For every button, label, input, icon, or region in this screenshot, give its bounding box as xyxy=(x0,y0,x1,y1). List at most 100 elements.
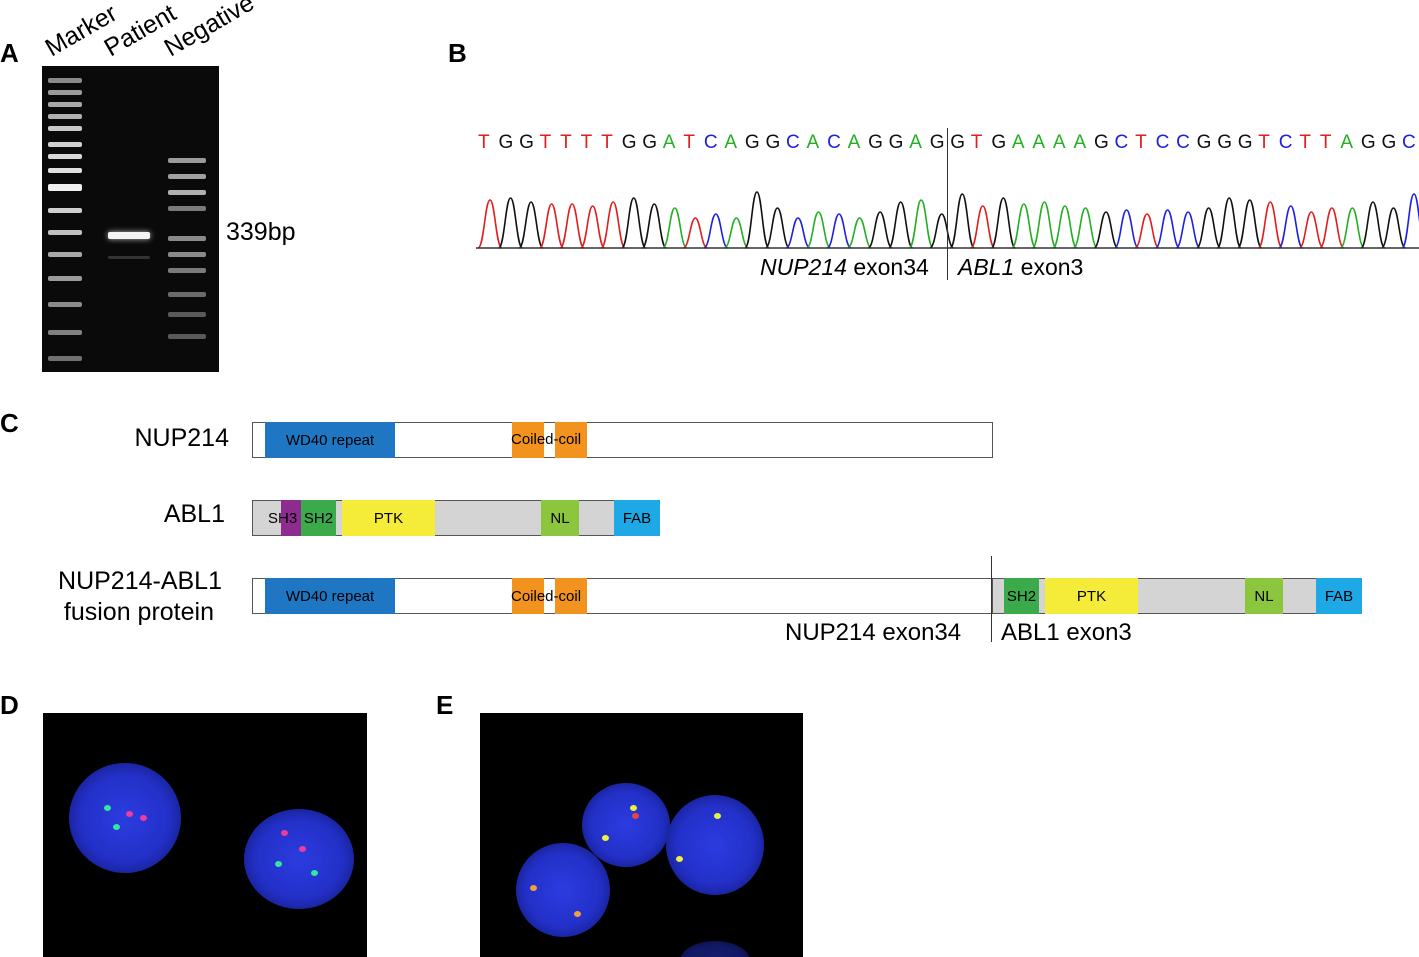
chromatogram-peak xyxy=(805,211,832,249)
panel-label-b: B xyxy=(448,38,467,68)
chromatogram-peak xyxy=(518,201,544,249)
abl1-sh3-domain xyxy=(281,500,301,536)
sequence-base: A xyxy=(1052,132,1066,153)
ladder-band xyxy=(48,276,82,281)
sequence-base: G xyxy=(1237,132,1253,153)
sequence-base: T xyxy=(539,132,552,153)
panel-label-d: D xyxy=(0,690,19,720)
ladder-band xyxy=(48,90,82,95)
chromatogram-peak xyxy=(682,217,708,249)
fusion-name-line2: fusion protein xyxy=(63,598,214,626)
sequence-base: A xyxy=(1340,132,1354,153)
chromatogram-peak xyxy=(1236,199,1263,249)
patient-smear xyxy=(108,256,150,259)
ladder-band xyxy=(48,356,82,361)
nup214-wd40-domain: WD40 repeat xyxy=(265,422,395,458)
chromatogram-peak xyxy=(1401,193,1419,249)
fish-image-e xyxy=(480,713,803,957)
ladder-band xyxy=(48,330,82,335)
junction-right-label: ABL1 exon3 xyxy=(958,254,1083,281)
chromatogram-peak xyxy=(847,217,873,249)
sequence-base: G xyxy=(621,132,637,153)
fusion-right-label: ABL1 exon3 xyxy=(1001,619,1132,646)
chromatogram-peak xyxy=(1257,201,1284,249)
chromatogram-peak xyxy=(1031,201,1058,249)
sequence-base: G xyxy=(1360,132,1376,153)
chromatogram-peak xyxy=(1052,205,1078,249)
junction-line xyxy=(947,128,948,280)
chromatogram-peak xyxy=(990,197,1017,249)
sequence-base: A xyxy=(806,132,820,153)
sequence-base: C xyxy=(786,132,800,153)
fusion-signal xyxy=(632,813,639,819)
lane-label-negative: Negative xyxy=(159,0,259,63)
green-signal xyxy=(311,870,318,876)
sequence-base: A xyxy=(1073,132,1087,153)
ladder-band xyxy=(48,78,82,83)
chromatogram-peak xyxy=(1298,211,1325,249)
red-signal xyxy=(140,815,147,821)
negative-band xyxy=(168,312,206,317)
negative-band xyxy=(168,174,206,179)
ladder-band xyxy=(48,168,82,173)
chromatogram-peak xyxy=(1134,213,1160,249)
sequence-base: C xyxy=(1402,132,1416,153)
sequence-base: G xyxy=(1381,132,1397,153)
sequence-base: T xyxy=(560,132,572,153)
ladder-band xyxy=(48,184,82,191)
sequence-base: G xyxy=(744,132,760,153)
ladder-band xyxy=(48,102,82,107)
green-signal xyxy=(104,805,111,811)
band-size-label: 339bp xyxy=(226,218,296,246)
sequence-base: G xyxy=(1196,132,1212,153)
sequence-base: A xyxy=(724,132,738,153)
sequence-base: T xyxy=(683,132,695,153)
nucleus xyxy=(69,763,181,873)
sequence-base: T xyxy=(580,132,593,153)
abl1-name: ABL1 xyxy=(163,500,225,528)
chromatogram-peak xyxy=(723,217,749,249)
chromatogram-peak xyxy=(1216,197,1242,249)
chromatogram-peak xyxy=(1154,209,1181,249)
chromatogram-peak xyxy=(929,213,955,249)
chromatogram-peak xyxy=(949,193,976,249)
negative-band xyxy=(168,334,206,339)
sequence-base: T xyxy=(1135,132,1147,153)
ladder-band xyxy=(48,114,82,119)
abl1-sh3-label: SH3 xyxy=(268,510,298,527)
fusion-sh2-domain: SH2 xyxy=(1004,578,1039,614)
fusion-signal xyxy=(602,835,609,841)
sequence-base: G xyxy=(868,132,883,153)
negative-band xyxy=(168,158,206,163)
chromatogram-peak xyxy=(497,197,524,249)
sequence-base: C xyxy=(703,132,718,153)
nup214-coiled-coil-2 xyxy=(555,422,587,458)
chromatogram-peak xyxy=(1339,207,1366,249)
chromatogram-peak xyxy=(1175,211,1201,249)
chromatogram-peak xyxy=(908,199,934,249)
chromatogram-peak xyxy=(1093,211,1119,249)
red-signal xyxy=(299,846,306,852)
sequence-base: A xyxy=(909,132,922,153)
fusion-coiled-coil-1 xyxy=(512,578,544,614)
ladder-band xyxy=(48,126,82,131)
nup214-coiled-coil-1 xyxy=(512,422,544,458)
chromatogram-peak xyxy=(703,213,729,249)
chromatogram-peak xyxy=(1113,209,1140,249)
negative-band xyxy=(168,252,206,257)
chromatogram-peak xyxy=(641,203,668,249)
chromatogram xyxy=(476,191,1419,249)
sequence-base: G xyxy=(519,132,534,153)
sequence-base: G xyxy=(642,132,658,153)
fusion-coiled-coil-label: Coiled-coil xyxy=(511,588,582,605)
fusion-signal xyxy=(574,911,581,917)
fusion-signal xyxy=(676,856,683,862)
fusion-signal xyxy=(530,885,537,891)
red-signal xyxy=(281,830,288,836)
fusion-ptk-domain: PTK xyxy=(1045,578,1138,614)
sequence-base: C xyxy=(1176,132,1190,153)
chromatogram-peak xyxy=(559,203,585,249)
junction-right-exon: exon3 xyxy=(1020,254,1084,280)
ladder-band xyxy=(48,252,82,257)
gel-image xyxy=(42,66,219,372)
